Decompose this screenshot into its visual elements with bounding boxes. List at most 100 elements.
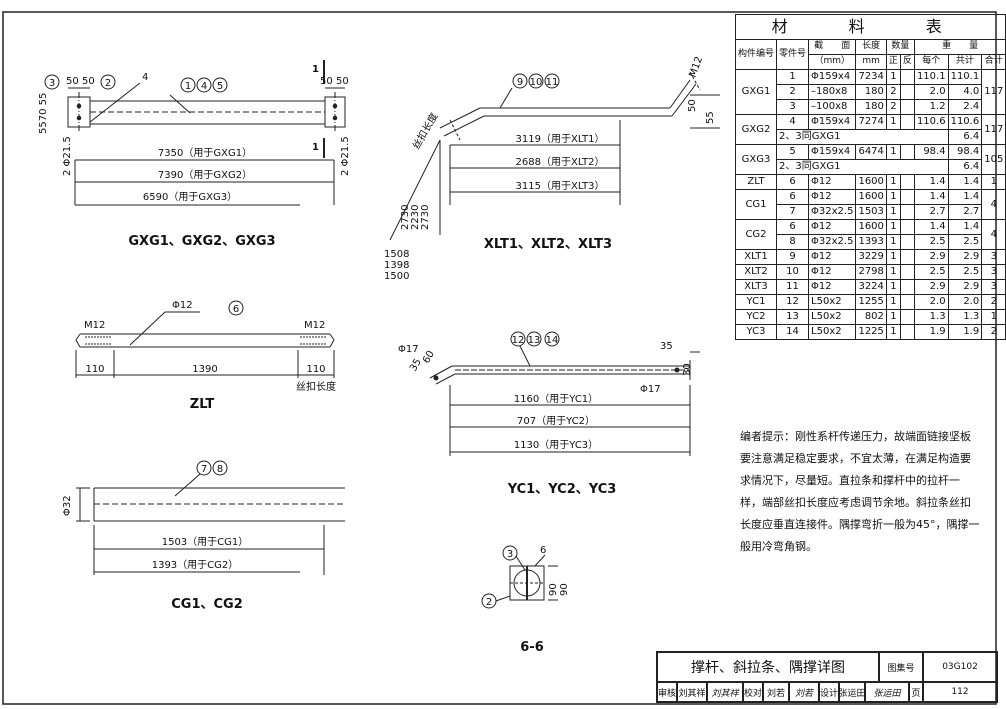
checker-signature: 刘若: [789, 682, 819, 702]
table-cell: 2.9: [947, 249, 983, 265]
table-cell: 5: [776, 144, 810, 160]
table-cell: 2、3同GXG1: [776, 129, 949, 145]
table-cell: [899, 234, 915, 250]
table-cell: 1.3: [947, 309, 983, 325]
gxg-dim-50a: 50: [66, 76, 79, 87]
table-cell: [899, 84, 915, 100]
sheet-border: [2, 11, 997, 705]
table-cell: 802: [855, 309, 887, 325]
table-cell: 1.4: [947, 189, 983, 205]
gxg-length-1: 7350（用于GXG1）: [158, 147, 252, 159]
gxg-dia-right: 2 Φ21.5: [340, 136, 351, 176]
table-cell: 1: [885, 204, 901, 220]
yc-length-2: 707（用于YC2）: [517, 415, 595, 427]
xlt-height-1: 2730: [400, 205, 411, 230]
table-cell: 1: [885, 264, 901, 280]
table-cell: 110.6: [947, 114, 983, 130]
table-cell: 98.4: [947, 144, 983, 160]
checker-name: 刘若: [763, 682, 789, 702]
yc-title: YC1、YC2、YC3: [507, 482, 617, 497]
table-cell: 2: [776, 84, 810, 100]
sec66-tag-3: 3: [507, 549, 513, 560]
table-cell: Φ12: [808, 174, 857, 190]
table-cell: 1600: [855, 219, 887, 235]
table-cell: 1: [885, 324, 901, 340]
table-cell: 6474: [855, 144, 887, 160]
table-cell: 4: [981, 219, 1006, 250]
gxg-length-3: 6590（用于GXG3）: [143, 191, 237, 203]
table-cell: 1: [981, 174, 1006, 190]
xlt-base-1: 1508: [384, 249, 409, 260]
table-cell: 2.5: [913, 264, 949, 280]
sec66-detail: [481, 545, 558, 609]
gxg-dia-left: 2 Φ21.5: [62, 136, 73, 176]
table-cell: L50x2: [808, 309, 857, 325]
check-label: 校对: [743, 682, 763, 702]
table-cell: 6: [776, 219, 810, 235]
table-cell: Φ12: [808, 189, 857, 205]
xlt-height-3: 2730: [420, 205, 431, 230]
zlt-dim-110-left: 110: [85, 364, 104, 375]
table-cell: 2.0: [913, 84, 949, 100]
gxg-title: GXG1、GXG2、GXG3: [128, 234, 275, 249]
table-cell: 9: [776, 249, 810, 265]
designer-name: 张运田: [839, 682, 866, 702]
table-cell: 1: [885, 309, 901, 325]
gxg-dim-vertical: 5570 55: [38, 93, 49, 134]
table-cell: 1225: [855, 324, 887, 340]
xlt-title: XLT1、XLT2、XLT3: [484, 237, 612, 252]
cg-detail: [76, 460, 345, 575]
table-cell: 4: [776, 114, 810, 130]
hdr-member: 构件编号: [734, 39, 778, 70]
table-cell: 2.5: [947, 234, 983, 250]
xlt-tag-11: 11: [546, 77, 559, 88]
sec66-dim-b: 90: [559, 583, 570, 596]
table-cell: 1.4: [913, 219, 949, 235]
gxg-length-2: 7390（用于GXG2）: [158, 169, 252, 181]
hdr-length-unit: mm: [855, 54, 887, 70]
title-block: 撑杆、斜拉条、隅撑详图 图集号 03G102 审核 刘其祥 刘其祥 校对 刘若 …: [656, 651, 998, 703]
reviewer-signature: 刘其祥: [707, 682, 743, 702]
zlt-dim-mid: 1390: [192, 364, 217, 375]
xlt-length-3: 3115（用于XLT3）: [516, 180, 605, 192]
xlt-tag-10: 10: [530, 77, 543, 88]
xlt-dim-55: 55: [705, 111, 716, 124]
table-cell: 1.9: [913, 324, 949, 340]
table-cell: 110.1: [947, 69, 983, 85]
zlt-tag-6: 6: [233, 304, 239, 315]
table-cell: 1.4: [947, 219, 983, 235]
table-cell: 3: [776, 99, 810, 115]
hdr-part: 零件号: [776, 39, 810, 70]
table-cell: 1600: [855, 189, 887, 205]
table-cell: [899, 189, 915, 205]
zlt-thread-note: 丝扣长度: [296, 380, 336, 393]
zlt-thread-right: M12: [304, 320, 325, 331]
table-cell: XLT3: [734, 279, 778, 295]
yc-hole-right: Φ17: [640, 384, 661, 395]
table-cell: 1: [885, 69, 901, 85]
table-cell: 1: [885, 249, 901, 265]
xlt-tag-9: 9: [517, 77, 523, 88]
table-cell: 117: [981, 69, 1006, 115]
hdr-length: 长度: [855, 39, 887, 55]
table-cell: 6: [776, 189, 810, 205]
table-cell: 1255: [855, 294, 887, 310]
table-cell: 105: [981, 144, 1006, 175]
table-cell: 1: [885, 174, 901, 190]
drawing-title: 撑杆、斜拉条、隅撑详图: [657, 652, 879, 682]
table-cell: Φ12: [808, 279, 857, 295]
yc-tag-13: 13: [528, 335, 541, 346]
table-cell: 2.9: [913, 249, 949, 265]
sec66-tag-2: 2: [486, 597, 492, 608]
table-cell: 7274: [855, 114, 887, 130]
table-cell: CG2: [734, 219, 778, 250]
